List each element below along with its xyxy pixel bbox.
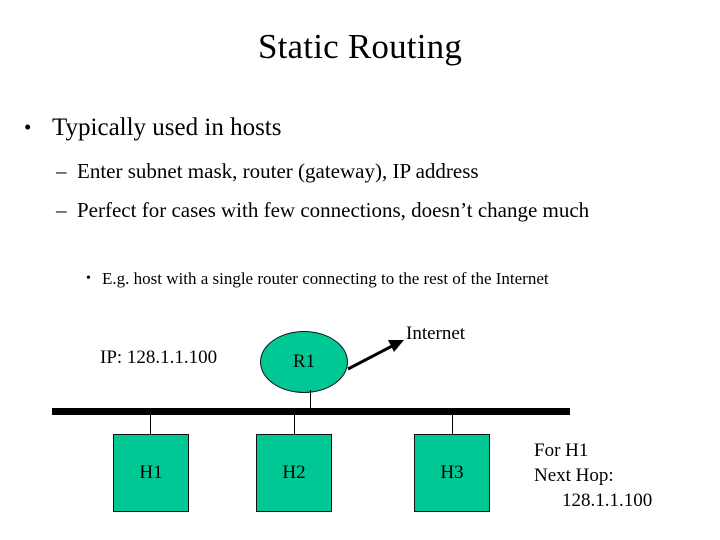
host-bus-connector-h2	[294, 415, 295, 435]
bullet-level2-2-text: Perfect for cases with few connections, …	[77, 198, 590, 222]
router-node-r1[interactable]: R1	[260, 331, 348, 393]
next-hop-line2: Next Hop:	[534, 465, 614, 486]
host-bus-connector-h3	[452, 415, 453, 435]
host-node-h1[interactable]: H1	[113, 434, 189, 512]
dash-marker-icon: –	[56, 198, 67, 222]
internet-arrow-icon	[347, 340, 404, 371]
bullet-level1-text: Typically used in hosts	[52, 114, 282, 141]
bullet-marker-icon: •	[86, 271, 91, 286]
bullet-level2-1: –Enter subnet mask, router (gateway), IP…	[56, 158, 706, 184]
host-node-h3[interactable]: H3	[414, 434, 490, 512]
bullet-level2-1-text: Enter subnet mask, router (gateway), IP …	[77, 159, 479, 183]
internet-label: Internet	[406, 323, 466, 344]
page-title: Static Routing	[257, 27, 463, 66]
router-label: R1	[292, 351, 316, 372]
host-bus-connector-h1	[150, 415, 151, 435]
router-bus-connector	[310, 390, 311, 412]
next-hop-line3: 128.1.1.100	[562, 490, 653, 511]
next-hop-line1: For H1	[534, 440, 589, 461]
router-ip-label: IP: 128.1.1.100	[100, 347, 218, 368]
bullet-marker-icon: •	[24, 115, 32, 139]
dash-marker-icon: –	[56, 159, 67, 183]
ethernet-bus-line	[52, 408, 570, 415]
bullet-level3: • E.g. host with a single router connecti…	[86, 268, 686, 290]
bullet-level3-text: E.g. host with a single router connectin…	[102, 269, 549, 288]
bullet-level2-2: –Perfect for cases with few connections,…	[56, 197, 706, 223]
bullet-level1: • Typically used in hosts	[24, 112, 684, 143]
host-node-h2[interactable]: H2	[256, 434, 332, 512]
next-hop-note: For H1 Next Hop: 128.1.1.100	[534, 438, 714, 513]
